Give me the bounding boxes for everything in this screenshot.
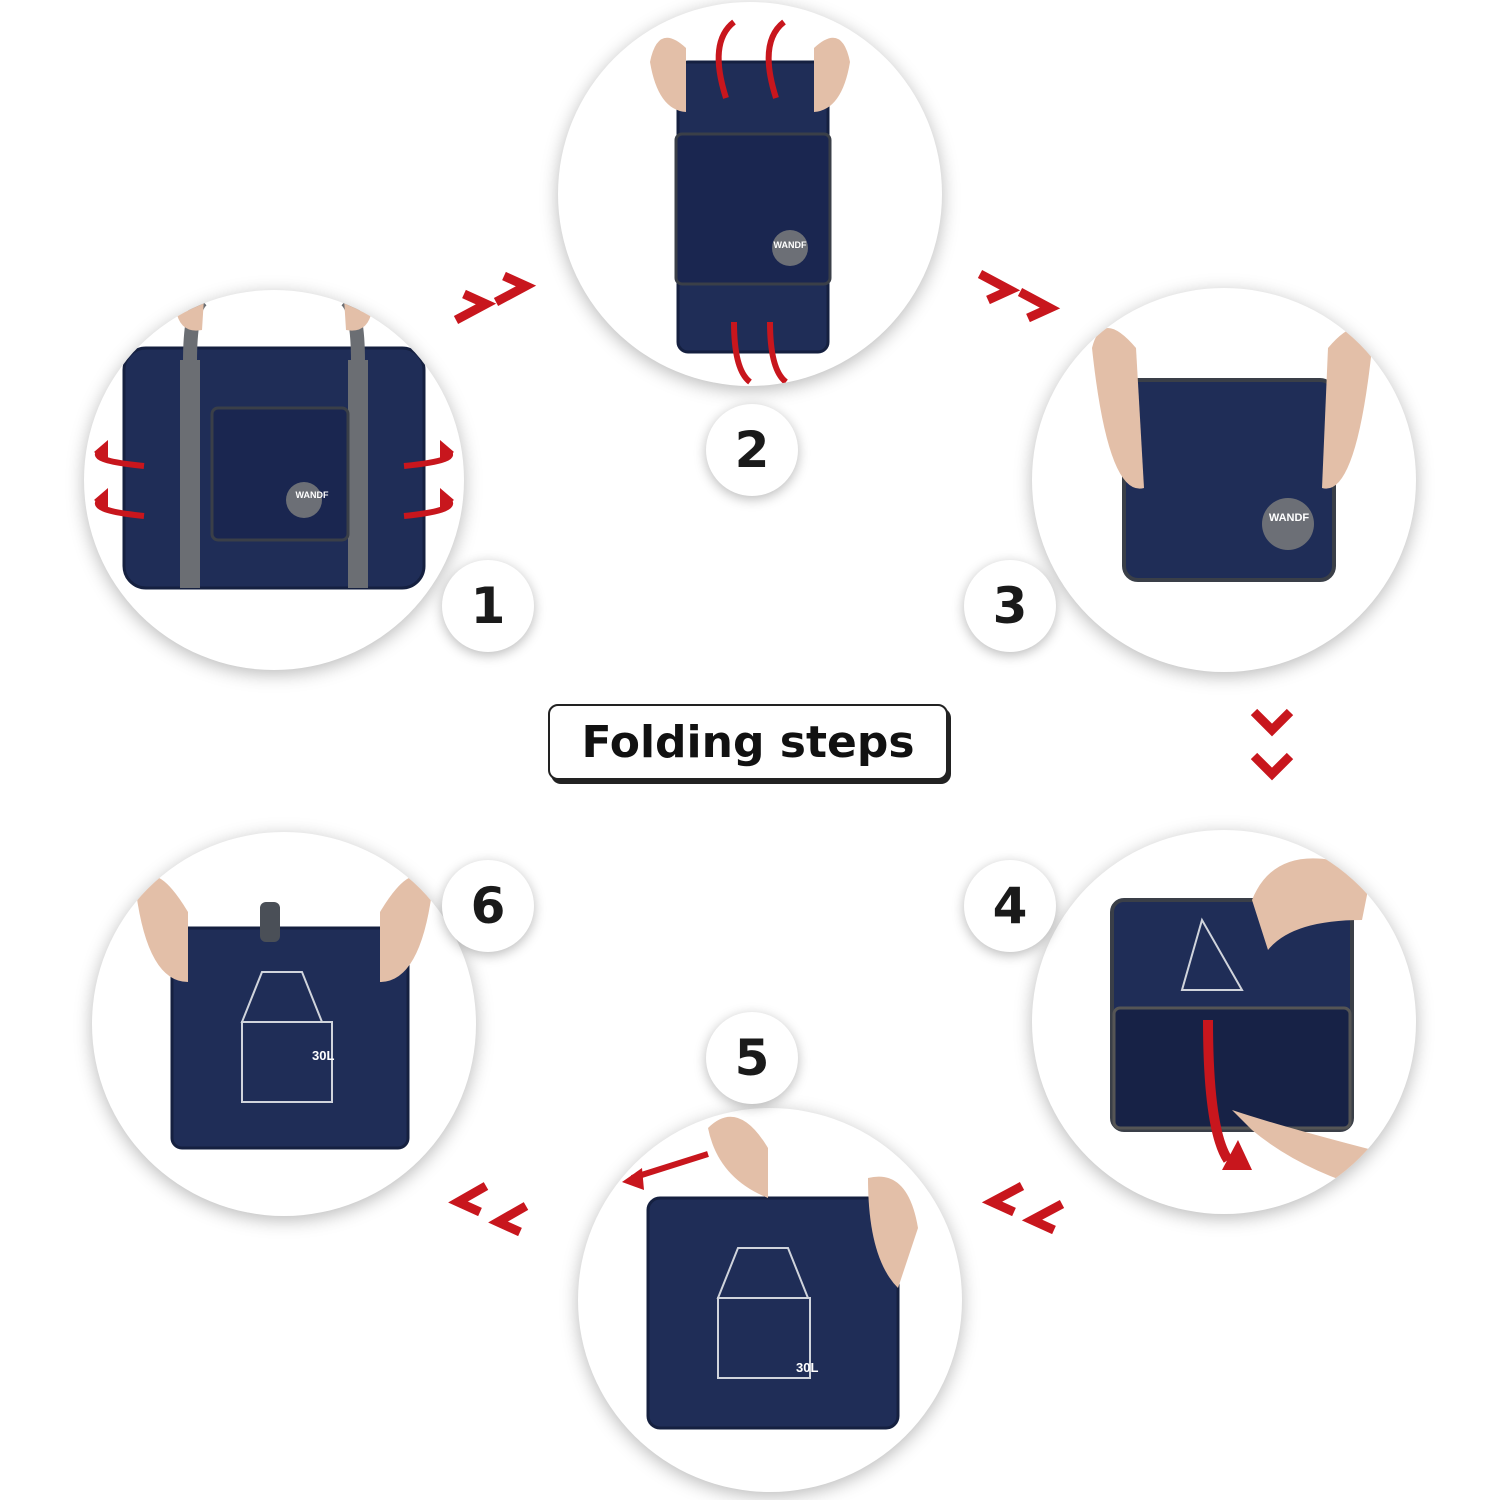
logo-step-3: WANDF <box>1268 512 1310 524</box>
step-6-photo <box>92 832 476 1216</box>
step-number-5: 5 <box>706 1012 798 1104</box>
logo-step-2: WANDF <box>773 240 807 250</box>
page-title: Folding steps <box>548 704 948 780</box>
flow-chevron-icon-3-to-4 <box>1232 706 1312 796</box>
capacity-label-step-5: 30L <box>796 1360 819 1375</box>
step-3-photo <box>1032 288 1416 672</box>
step-number-1: 1 <box>442 560 534 652</box>
step-number-3: 3 <box>964 560 1056 652</box>
step-number-4: 4 <box>964 860 1056 952</box>
step-2-photo <box>558 2 942 386</box>
flow-chevron-icon-5-to-6 <box>446 1174 546 1244</box>
logo-step-1: WANDF <box>295 490 329 500</box>
step-5-photo <box>578 1108 962 1492</box>
step-number-2: 2 <box>706 404 798 496</box>
capacity-label-step-6: 30L <box>312 1048 335 1063</box>
flow-chevron-icon-2-to-3 <box>970 262 1070 332</box>
flow-chevron-icon-4-to-5 <box>972 1174 1072 1244</box>
flow-chevron-icon-1-to-2 <box>446 262 546 332</box>
step-number-6: 6 <box>442 860 534 952</box>
step-4-photo <box>1032 830 1416 1214</box>
step-1-photo <box>84 290 464 670</box>
